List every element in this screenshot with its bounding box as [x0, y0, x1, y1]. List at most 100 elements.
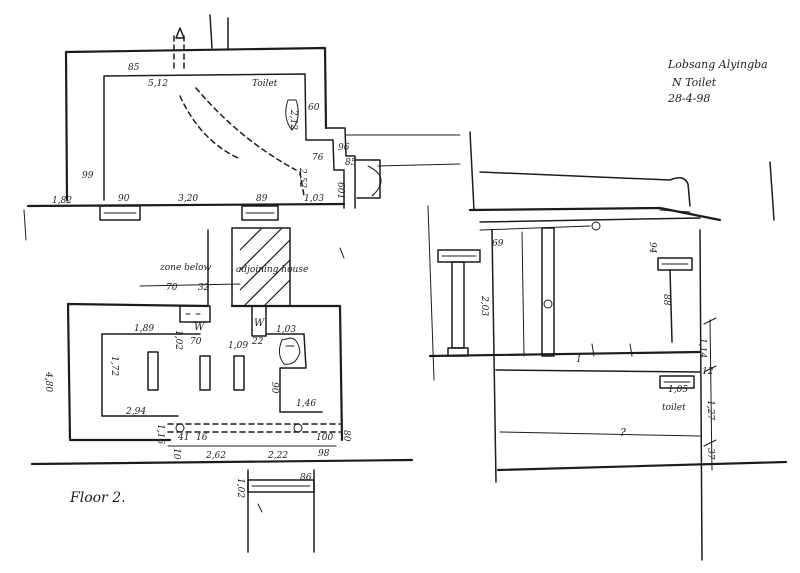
section-ground [496, 460, 788, 472]
dim-172: 1,72 [109, 356, 119, 376]
dim-102: 1,02 [173, 330, 183, 350]
w-cell-right [251, 305, 267, 337]
header-subtitle: N Toilet [671, 76, 717, 89]
roof-joint [591, 221, 601, 231]
label-toilet: Toilet [252, 79, 278, 89]
dim-222: 2,22 [267, 451, 288, 461]
toilet-icon [285, 99, 299, 131]
dim-22: 22 [251, 337, 264, 347]
dim-203: 2,03 [479, 295, 489, 316]
adjoining-outline [231, 227, 291, 307]
label-toilet-section: toilet [662, 403, 686, 413]
dash-swing-1 [179, 95, 239, 159]
w-cell-left [179, 305, 211, 323]
roof-under [479, 217, 701, 223]
outer-wall [64, 46, 328, 202]
dim-182: 1,82 [52, 196, 72, 206]
upper-plan: 85 5,12 Toilet 2,12 60 76 96 85 601 2,52… [23, 14, 461, 241]
section-vert-left [427, 205, 435, 381]
floor-line [26, 202, 346, 208]
section-drawing: 69 2,03 94 88 1 1,14 12 1,05 toilet 1,27… [427, 131, 788, 561]
roof-under-2 [479, 225, 591, 231]
right-outer-step [325, 127, 356, 209]
section-lower-floor [499, 431, 701, 437]
dim-88: 88 [661, 294, 671, 306]
section-vert-top [469, 131, 475, 211]
section-lower-window [659, 375, 695, 389]
dim-480: 4,80 [43, 371, 53, 392]
mark-dash [339, 247, 345, 259]
dim-127: 1,27 [705, 400, 715, 420]
dim-90: 90 [118, 194, 130, 204]
dim-320: 3,20 [178, 194, 198, 204]
dim-85b: 85 [345, 158, 357, 168]
dim-12: 12 [702, 367, 714, 377]
floor-left-edge [23, 209, 27, 241]
dim-114: 1,14 [697, 338, 707, 358]
dim-262: 2,62 [205, 451, 226, 461]
lower-inner-wall-left [101, 333, 179, 417]
dim-76: 76 [312, 153, 324, 163]
dim-37: 37 [705, 448, 715, 460]
section-column-line [521, 231, 525, 357]
section-vert-right [699, 229, 703, 561]
dim-212: 2,12 [288, 109, 298, 130]
window-right [241, 205, 279, 221]
lower-opening-mark [257, 503, 263, 513]
label-adjoining: adjoining house [236, 265, 308, 275]
dim-41: 41 [177, 433, 189, 443]
dim-10: 10 [171, 448, 181, 460]
lower-floor-line [30, 458, 414, 466]
dim-80: 80 [341, 430, 351, 442]
vent-arrow [175, 27, 185, 39]
dim-105: 1,05 [668, 385, 688, 395]
dim-60: 60 [308, 103, 320, 113]
dim-100: 100 [316, 433, 333, 443]
dim-69: 69 [492, 239, 504, 249]
dash-swing-2 [195, 87, 297, 171]
inner-wall [103, 73, 307, 201]
adjoining-hatch [239, 227, 291, 307]
door-box [355, 159, 381, 199]
label-question: ? [620, 426, 626, 439]
basin-icon [278, 337, 301, 365]
dim-16: 16 [196, 433, 208, 443]
section-floor-upper [428, 350, 702, 358]
dim-146: 1,46 [296, 399, 316, 409]
dim-1: 1 [576, 355, 582, 365]
corridor-line-2 [377, 163, 461, 167]
dim-103b: 1,03 [276, 325, 296, 335]
dim-109: 1,09 [228, 341, 248, 351]
skylight-2 [199, 355, 211, 391]
skylight-3 [233, 355, 245, 391]
dim-98: 98 [318, 449, 330, 459]
section-vert-right-top [769, 161, 775, 221]
skylight-1 [147, 351, 159, 391]
door-swing [367, 165, 382, 197]
dim-86: 86 [300, 473, 312, 483]
roof-tick [659, 209, 691, 213]
dim-96: 96 [338, 143, 350, 153]
dim-103: 1,03 [304, 194, 324, 204]
right-inner-step [305, 139, 345, 209]
label-w-right: W [254, 318, 265, 329]
dim-189: 1,89 [134, 324, 154, 334]
section-column-bolt [543, 299, 553, 309]
section-dim-line [709, 319, 713, 471]
lower-inner-wall-right [101, 333, 323, 413]
dim-90b: 90 [269, 382, 279, 394]
lower-outer-wall-left [66, 302, 172, 442]
post-2 [293, 423, 303, 433]
dim-102b: 1,02 [235, 478, 245, 498]
plan-label: Floor 2. [69, 490, 126, 506]
dim-94: 94 [647, 242, 657, 254]
section-floor-upper-under [495, 369, 701, 373]
label-w-left: W [194, 322, 205, 333]
dim-116: 1,16 [155, 424, 165, 444]
section-floor-ticks [591, 343, 633, 357]
roof-top [479, 171, 691, 207]
dim-85: 85 [128, 63, 140, 73]
window-left [99, 205, 141, 221]
section-window-left-frame [451, 261, 465, 349]
